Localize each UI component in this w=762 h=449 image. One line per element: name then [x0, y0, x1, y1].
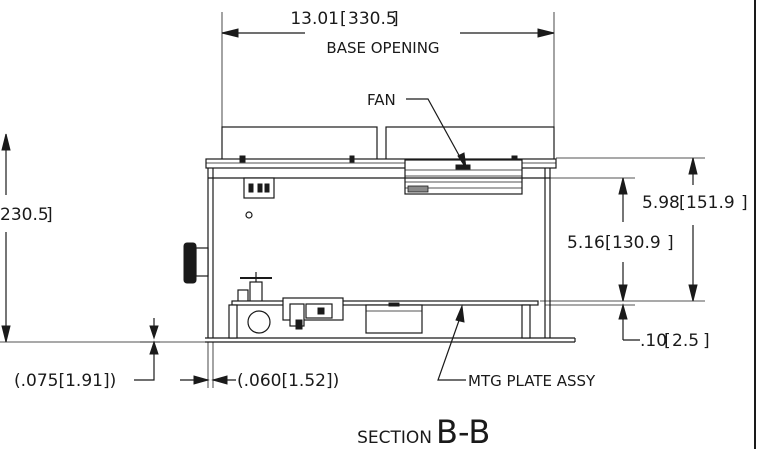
right-outer-bracket-open: [ — [679, 193, 686, 213]
right-outer-dimension: 5.98 [ 151.9 ] — [540, 157, 748, 302]
right-outer-value: 5.98 — [642, 193, 680, 213]
right-inner-bracket-close: ] — [667, 233, 674, 253]
section-prefix: SECTION — [357, 428, 432, 448]
right-inner-value: 5.16 — [567, 233, 605, 253]
bottom-offset-metric: 2.5 — [672, 331, 699, 351]
base-opening-metric-bracket: [ — [340, 9, 347, 29]
right-outer-metric: 151.9 — [686, 193, 735, 213]
mtg-plate-callout: MTG PLATE ASSY — [437, 304, 596, 390]
fan-label: FAN — [367, 91, 396, 109]
side-knob — [183, 242, 209, 284]
flange-gap-dimension: (.060[1.52]) — [180, 342, 339, 391]
section-letter: B-B — [436, 413, 490, 449]
flange-gap-value: (.060[1.52]) — [237, 371, 339, 391]
left-height-dimension: 230.5 ] — [0, 133, 160, 343]
fan-unit — [404, 159, 523, 195]
bottom-offset-value: .10 — [640, 331, 667, 351]
fan-housings — [221, 126, 555, 161]
valve-fitting — [237, 272, 272, 334]
base-opening-label: BASE OPENING — [326, 39, 439, 57]
bottom-offset-bracket-open: [ — [664, 331, 671, 351]
base-opening-metric-bracket-close: ] — [392, 9, 399, 29]
top-flange — [205, 155, 557, 169]
right-inner-dimension: 5.16 [ 130.9 ] — [550, 177, 674, 302]
mtg-plate-label: MTG PLATE ASSY — [468, 372, 596, 390]
right-inner-bracket-open: [ — [605, 233, 612, 253]
base-opening-metric: 330.5 — [348, 9, 397, 29]
base-opening-value: 13.01 — [290, 9, 339, 29]
terminal-block — [243, 177, 275, 219]
plate-components — [282, 297, 423, 334]
section-title: SECTION B-B — [357, 413, 490, 449]
left-gap-value: (.075[1.91]) — [14, 371, 116, 391]
left-height-metric: 230.5 — [0, 205, 49, 225]
left-height-bracket-close: ] — [46, 205, 53, 225]
bottom-offset-dimension: .10 [ 2.5 ] — [545, 303, 710, 351]
bottom-offset-bracket-close: ] — [703, 331, 710, 351]
right-inner-metric: 130.9 — [612, 233, 661, 253]
fan-callout: FAN — [367, 91, 467, 169]
left-gap-dimension: (.075[1.91]) — [14, 318, 205, 391]
right-outer-bracket-close: ] — [741, 193, 748, 213]
base-opening-dimension: 13.01 [ 330.5 ] BASE OPENING — [221, 9, 555, 128]
